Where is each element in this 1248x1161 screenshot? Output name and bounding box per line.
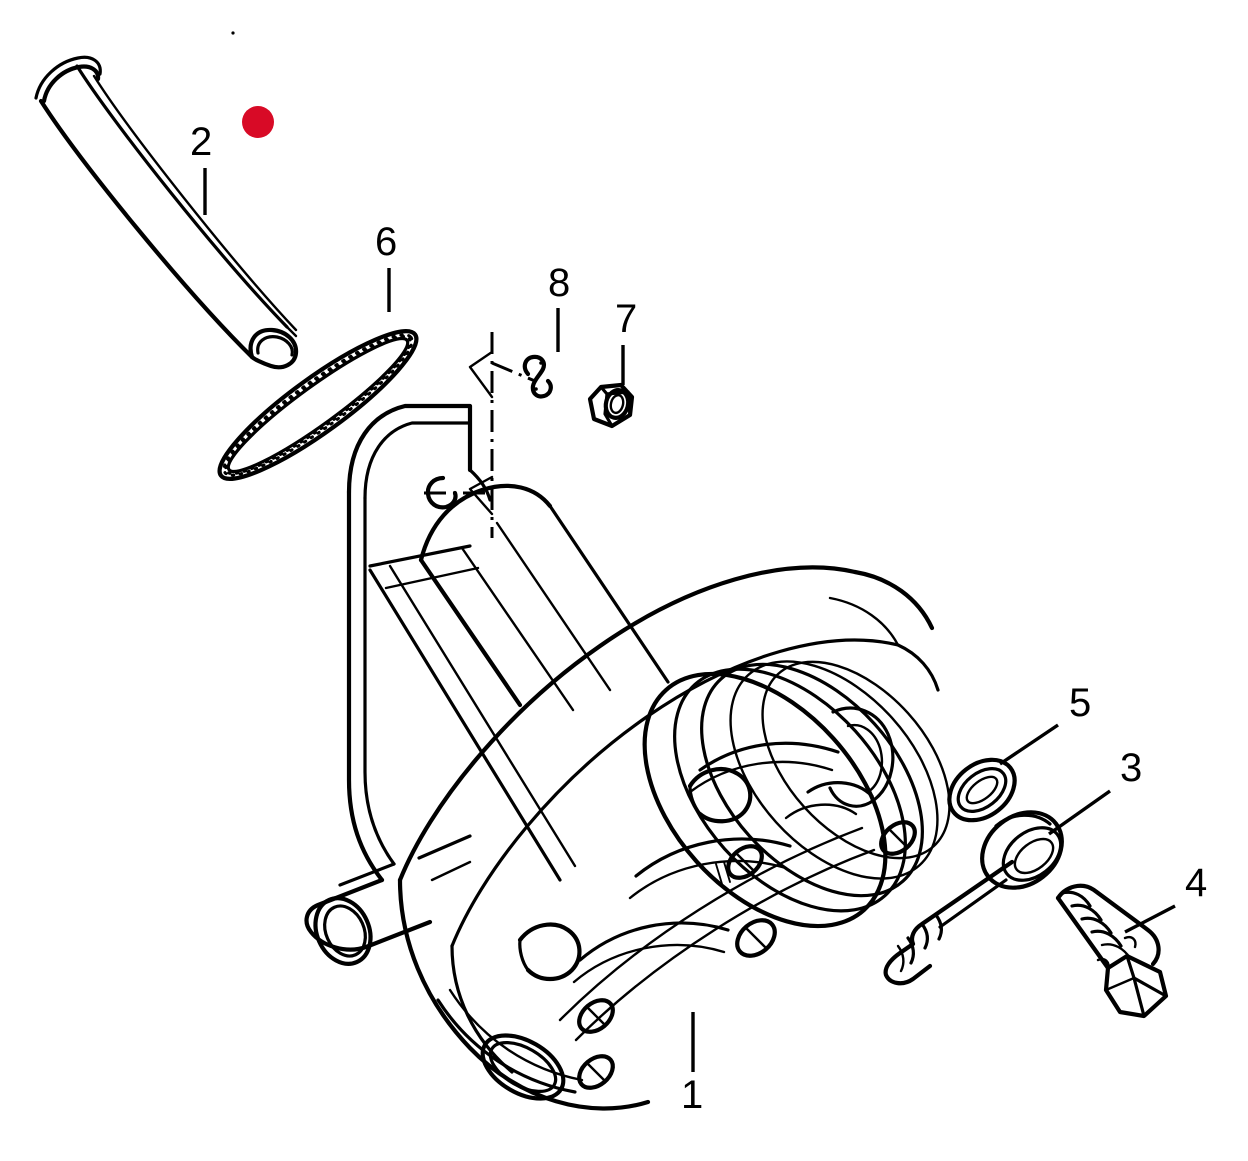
part-gasket-seal-ring (217, 329, 419, 481)
part-spring-lock-washer (522, 354, 553, 399)
part-suction-pipe (34, 55, 299, 370)
pump-housing-bosses (517, 767, 753, 982)
leader-4 (1124, 904, 1176, 934)
pump-cover-bolts (577, 820, 917, 1090)
callout-number-2: 2 (190, 120, 212, 164)
callout-number-4: 4 (1185, 861, 1207, 905)
callout-number-6: 6 (375, 220, 397, 264)
part-oil-pump-body (304, 403, 951, 1111)
selected-part-marker[interactable] (242, 106, 274, 138)
part-banjo-bolt (1055, 883, 1169, 1019)
part-sealing-washer (947, 757, 1017, 823)
callout-number-3: 3 (1120, 746, 1142, 790)
callout-leaders (203, 168, 1176, 1072)
scan-speck (231, 31, 235, 35)
part-union-ring-bushing (883, 810, 1064, 986)
callout-numbers: 2 6 8 7 5 3 4 1 (190, 120, 1207, 1117)
callout-number-1: 1 (681, 1073, 703, 1117)
callout-number-5: 5 (1069, 681, 1091, 725)
assembly-centerline (424, 332, 536, 538)
leader-5 (999, 723, 1059, 766)
callout-number-7: 7 (615, 297, 637, 341)
callout-number-8: 8 (548, 261, 570, 305)
part-hex-nut (587, 382, 635, 429)
leader-3 (1048, 789, 1111, 836)
